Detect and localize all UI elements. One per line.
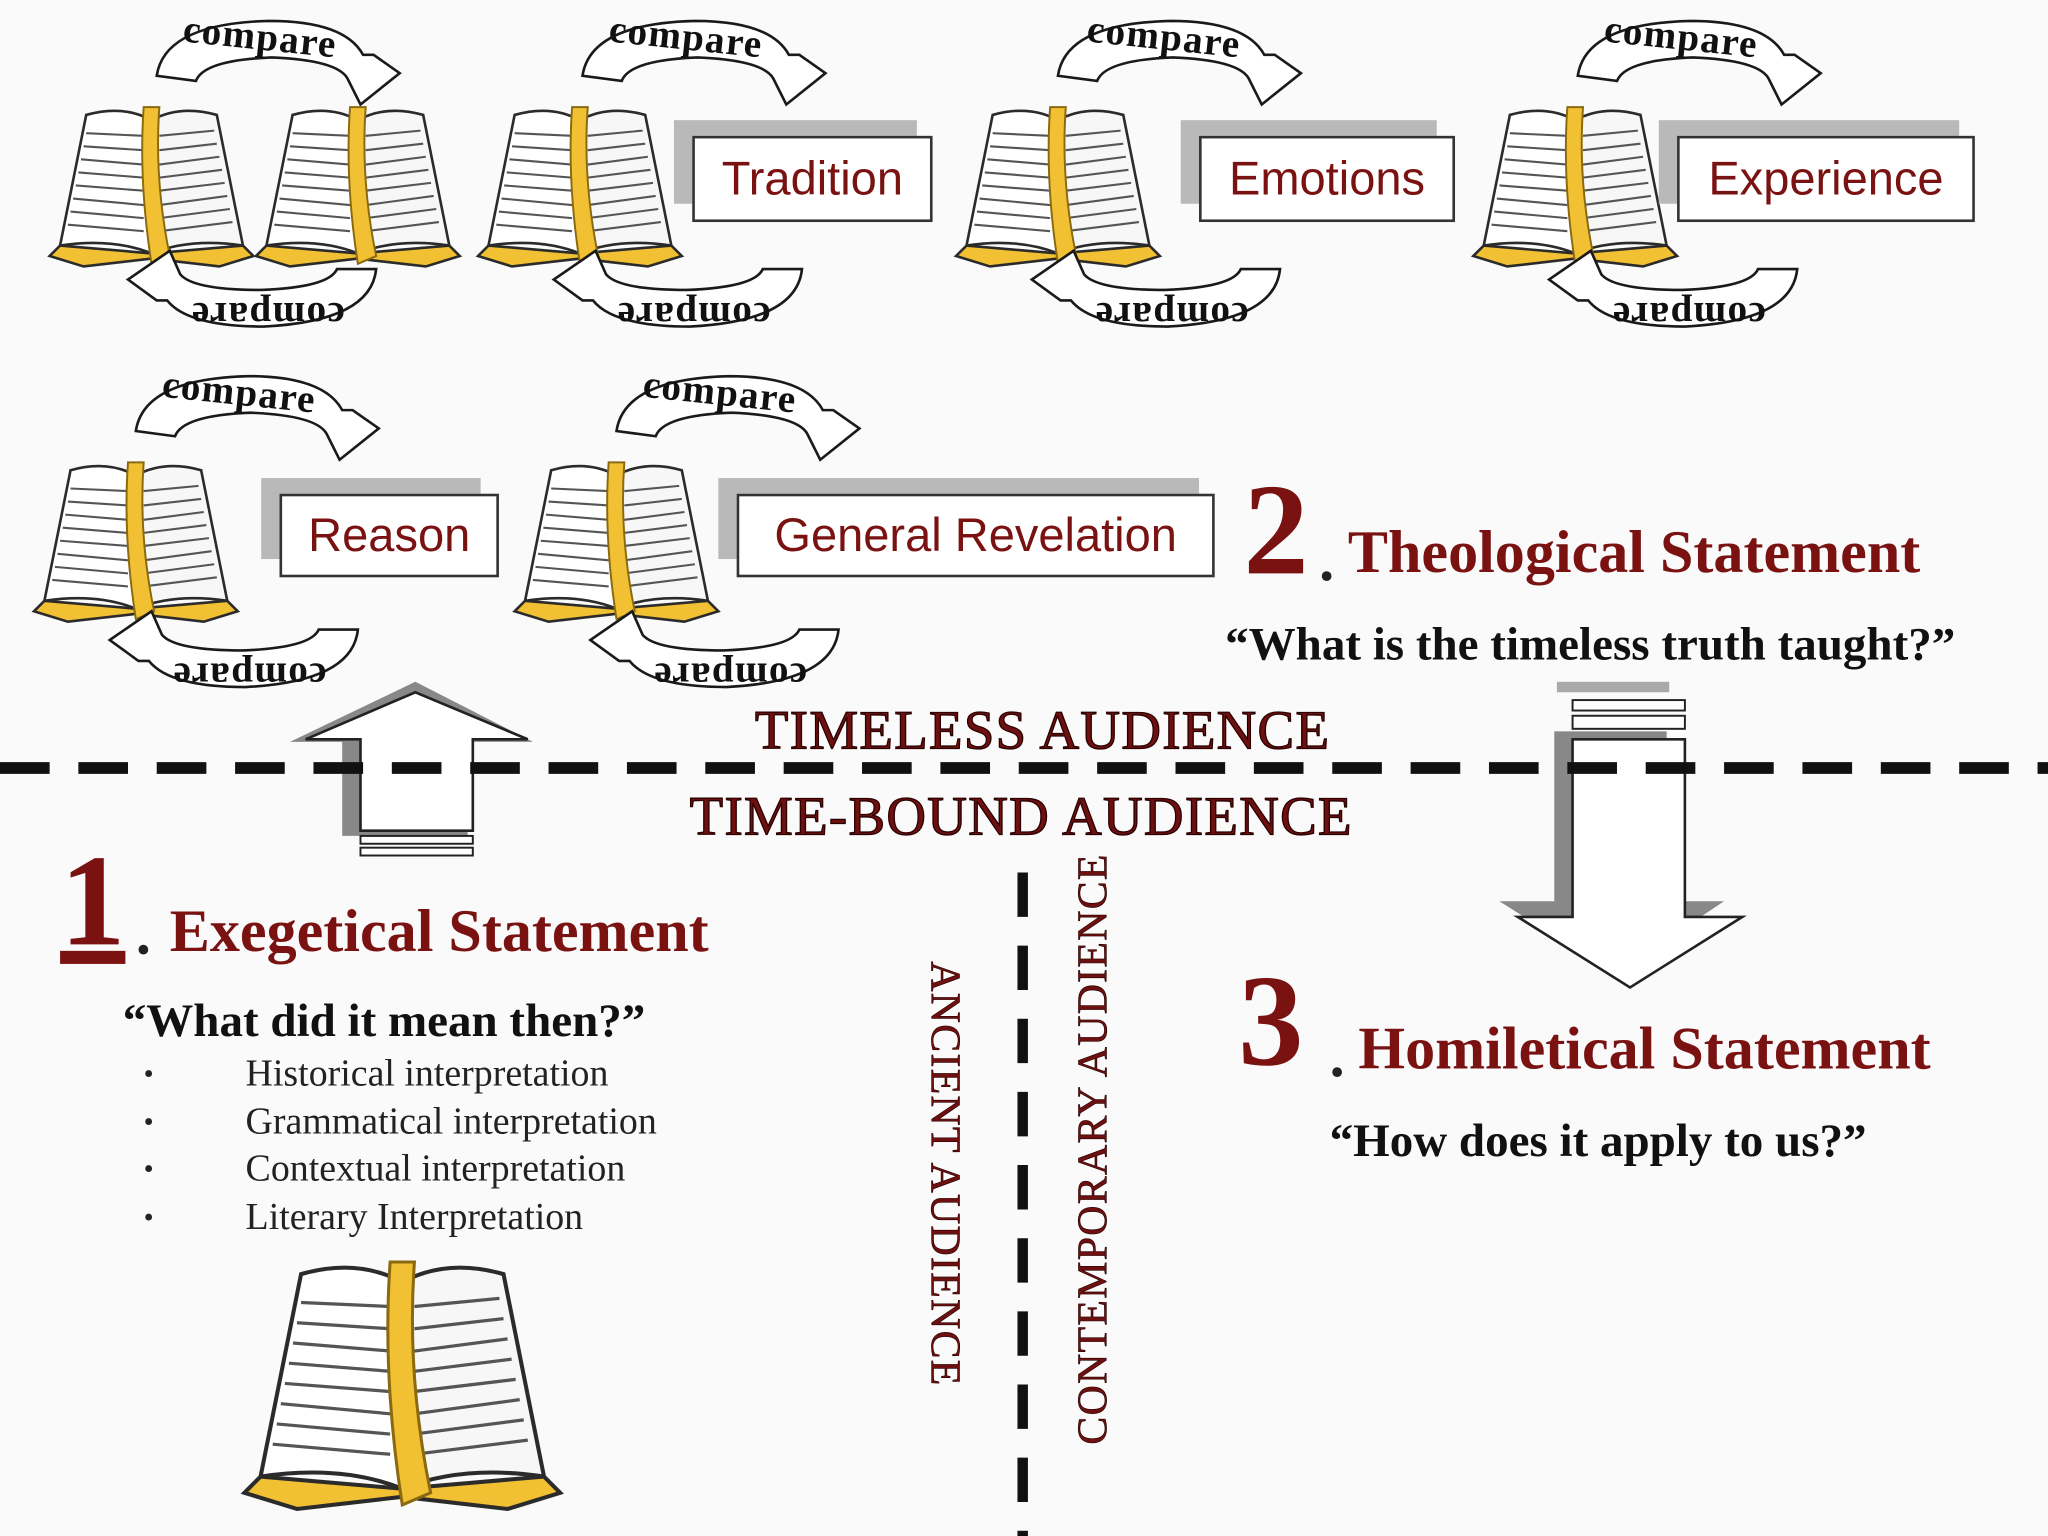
step3-question: “How does it apply to us?”	[1329, 1114, 1867, 1167]
timeless-audience-label: TIMELESS AUDIENCE	[754, 701, 1331, 762]
step1-dot: .	[135, 899, 151, 967]
compare-label-inverted: compare	[1612, 294, 1766, 337]
block-arrow-up-icon	[289, 681, 533, 857]
bullet-icon: •	[143, 1104, 154, 1137]
open-bible-icon	[48, 105, 255, 268]
open-bible-icon	[954, 105, 1162, 268]
step1-title: Exegetical Statement	[169, 897, 709, 964]
block-arrow-down-icon	[1499, 681, 1747, 989]
open-bible-icon	[32, 461, 240, 624]
step1-question: “What did it mean then?”	[122, 993, 646, 1047]
compare-label-inverted: compare	[616, 294, 770, 337]
bullet-icon: •	[143, 1151, 154, 1185]
list-item: •Contextual interpretation	[144, 1145, 657, 1193]
compare-label-inverted: compare	[172, 655, 326, 698]
experience-box: Experience	[1677, 135, 1975, 223]
step3-dot: .	[1329, 1022, 1345, 1090]
ancient-audience-label: ANCIENT AUDIENCE	[922, 961, 970, 1387]
open-bible-icon	[513, 461, 720, 624]
step1-number: 1	[60, 828, 126, 974]
list-item: •Grammatical interpretation	[144, 1098, 657, 1146]
step3-number: 3	[1238, 948, 1304, 1094]
compare-label-inverted: compare	[1094, 294, 1248, 337]
time-bound-audience-label: TIME-BOUND AUDIENCE	[689, 787, 1353, 848]
tradition-box: Tradition	[692, 135, 933, 223]
compare-label-inverted: compare	[191, 294, 345, 337]
open-bible-icon	[244, 1262, 560, 1509]
open-bible-icon	[476, 105, 684, 268]
contemporary-audience-label: CONTEMPORARY AUDIENCE	[1068, 853, 1116, 1445]
general-revelation-box: General Revelation	[736, 493, 1215, 578]
step2-dot: .	[1319, 526, 1335, 593]
open-bible-icon	[1471, 105, 1679, 268]
compare-label-inverted: compare	[653, 655, 807, 698]
list-item: •Historical interpretation	[144, 1050, 657, 1098]
step2-number: 2	[1243, 457, 1309, 603]
bullet-icon: •	[143, 1056, 154, 1090]
step2-title: Theological Statement	[1347, 518, 1921, 586]
bullet-icon: •	[143, 1199, 154, 1233]
step2-question: “What is the timeless truth taught?”	[1225, 617, 1956, 671]
step3-title: Homiletical Statement	[1358, 1014, 1931, 1082]
list-item: •Literary Interpretation	[144, 1193, 657, 1241]
reason-box: Reason	[279, 493, 499, 578]
open-bible-icon	[254, 105, 462, 268]
interpretation-list: •Historical interpretation •Grammatical …	[144, 1050, 657, 1241]
emotions-box: Emotions	[1199, 135, 1456, 223]
